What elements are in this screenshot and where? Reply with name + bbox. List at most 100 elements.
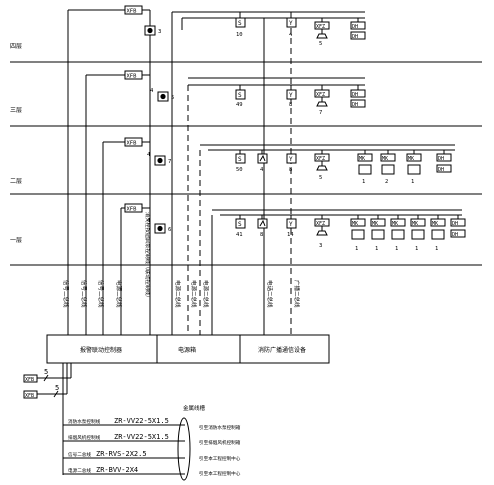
svg-text:5: 5 bbox=[171, 95, 174, 101]
inputs: XFB 5 XFB 5 bbox=[23, 363, 72, 399]
cable-4: 电源二总线 ZR-BVV-2X4 引至本工程控制中心 bbox=[68, 466, 241, 477]
svg-text:50: 50 bbox=[236, 167, 243, 173]
svg-text:8: 8 bbox=[260, 232, 263, 238]
speaker-box-f3: XFZ 7 bbox=[314, 89, 330, 116]
svg-text:4: 4 bbox=[260, 167, 264, 173]
module-f2-3: MK 1 bbox=[406, 153, 422, 185]
panel-f1: XFB bbox=[124, 203, 143, 213]
manual-button-f2: Y 8 bbox=[286, 153, 297, 173]
svg-text:14: 14 bbox=[287, 232, 294, 238]
speaker-box-f2: XFZ 5 bbox=[314, 153, 330, 181]
bus-label-7: 电源二总线 bbox=[190, 280, 198, 308]
cable-4-label: 电源二总线 bbox=[68, 467, 91, 474]
riser-node-f4: 3 bbox=[144, 25, 161, 36]
svg-text:8: 8 bbox=[289, 167, 292, 173]
svg-text:1: 1 bbox=[355, 246, 358, 252]
svg-text:MK: MK bbox=[392, 221, 398, 227]
svg-text:1: 1 bbox=[375, 246, 378, 252]
svg-text:7: 7 bbox=[168, 159, 171, 165]
speaker-box-f1: XFZ 3 bbox=[314, 218, 330, 249]
svg-text:Y: Y bbox=[289, 20, 293, 27]
svg-text:XFZ: XFZ bbox=[316, 24, 325, 30]
floor-2-wiring bbox=[103, 141, 455, 154]
cable-3-spec: ZR-RVS-2X2.5 bbox=[96, 450, 147, 458]
svg-text:8: 8 bbox=[289, 102, 292, 108]
svg-text:41: 41 bbox=[236, 232, 243, 238]
cable-3-note: 引至本工程控制中心 bbox=[199, 455, 241, 462]
trunk-note: 金属线槽 bbox=[183, 404, 206, 412]
cable-3: 信号二总线 ZR-RVS-2X2.5 引至本工程控制中心 bbox=[68, 450, 241, 462]
panel-f4: XFB bbox=[124, 5, 143, 15]
smoke-detector-f3: S 49 bbox=[235, 89, 246, 108]
svg-text:MK: MK bbox=[412, 221, 418, 227]
heat-detector-f1: 8 bbox=[257, 218, 268, 238]
cable-lines bbox=[62, 363, 191, 481]
svg-text:Y: Y bbox=[289, 92, 293, 99]
floor-label-4: 四层 bbox=[10, 43, 22, 50]
svg-text:XFZ: XFZ bbox=[316, 221, 325, 227]
bus-label-5: 消火栓按钮启泵控制线（联动控制线） bbox=[144, 212, 152, 300]
phone-box-f3: DH DH bbox=[350, 89, 366, 108]
controller-power-label: 电源箱 bbox=[178, 346, 196, 354]
svg-text:DH: DH bbox=[452, 232, 458, 238]
phone-box-f4: DH DH bbox=[350, 21, 366, 40]
svg-text:1: 1 bbox=[435, 246, 438, 252]
svg-text:XFB: XFB bbox=[127, 141, 138, 147]
input-count-2: 5 bbox=[55, 384, 59, 392]
svg-text:DH: DH bbox=[352, 92, 358, 98]
svg-text:4: 4 bbox=[150, 88, 154, 94]
floor-4-wiring bbox=[68, 9, 365, 30]
svg-text:XFB: XFB bbox=[127, 9, 138, 15]
svg-text:DH: DH bbox=[452, 221, 458, 227]
panel-f2: XFB bbox=[124, 137, 143, 147]
svg-text:MK: MK bbox=[359, 156, 365, 162]
svg-text:S: S bbox=[238, 92, 242, 99]
input-count-1: 5 bbox=[44, 368, 48, 376]
svg-text:1: 1 bbox=[415, 246, 418, 252]
svg-text:XFB: XFB bbox=[25, 393, 34, 399]
svg-text:1: 1 bbox=[395, 246, 398, 252]
smoke-detector-f1: S 41 bbox=[235, 218, 246, 238]
cable-4-note: 引至本工程控制中心 bbox=[199, 470, 241, 477]
phone-box-f1: DH DH bbox=[450, 218, 466, 238]
svg-text:1: 1 bbox=[362, 179, 365, 185]
cable-1-label: 消防水泵控制线 bbox=[68, 418, 101, 425]
svg-text:6: 6 bbox=[168, 227, 171, 233]
cable-2-spec: ZR-VV22-5X1.5 bbox=[114, 433, 169, 441]
svg-text:49: 49 bbox=[236, 102, 243, 108]
svg-text:2: 2 bbox=[385, 179, 388, 185]
bus-label-4: 电源二总线 bbox=[115, 280, 123, 308]
module-f1-4: MK 1 bbox=[410, 218, 426, 252]
cable-3-label: 信号二总线 bbox=[68, 451, 91, 458]
module-f1-5: MK 1 bbox=[430, 218, 446, 252]
cable-4-spec: ZR-BVV-2X4 bbox=[96, 466, 138, 474]
speaker-box-f4: XFZ 5 bbox=[314, 21, 330, 47]
manual-button-f4: Y 4 bbox=[286, 17, 297, 38]
manual-button-f3: Y 8 bbox=[286, 89, 297, 108]
svg-text:4: 4 bbox=[147, 152, 151, 158]
svg-text:DH: DH bbox=[438, 167, 444, 173]
smoke-detector-f4: S 10 bbox=[235, 17, 246, 38]
smoke-detector-f2: S 50 bbox=[235, 153, 246, 173]
cable-2-note: 引至排烟风机控制箱 bbox=[199, 439, 241, 446]
floor-label-1: 一层 bbox=[10, 237, 22, 244]
cable-1-note: 引至消防水泵控制箱 bbox=[199, 424, 241, 431]
svg-text:S: S bbox=[238, 221, 242, 228]
cable-1-spec: ZR-VV22-5X1.5 bbox=[114, 417, 169, 425]
module-f2-1: MK 1 bbox=[357, 153, 373, 185]
bus-label-8: 电源二总线 bbox=[202, 280, 210, 308]
svg-text:DH: DH bbox=[352, 24, 358, 30]
phone-box-f2: DH DH bbox=[436, 153, 452, 173]
floor-1-wiring bbox=[121, 207, 462, 219]
svg-text:MK: MK bbox=[372, 221, 378, 227]
risers bbox=[67, 10, 292, 335]
module-f1-1: MK 1 bbox=[350, 218, 366, 252]
bus-label-2: 信号二总线 bbox=[80, 280, 88, 308]
cable-2-label: 排烟风机控制线 bbox=[68, 434, 101, 441]
controller-broadcast-label: 消防广播通信设备 bbox=[258, 346, 306, 354]
svg-text:3: 3 bbox=[319, 243, 322, 249]
svg-text:S: S bbox=[238, 156, 242, 163]
svg-text:XFB: XFB bbox=[127, 207, 138, 213]
